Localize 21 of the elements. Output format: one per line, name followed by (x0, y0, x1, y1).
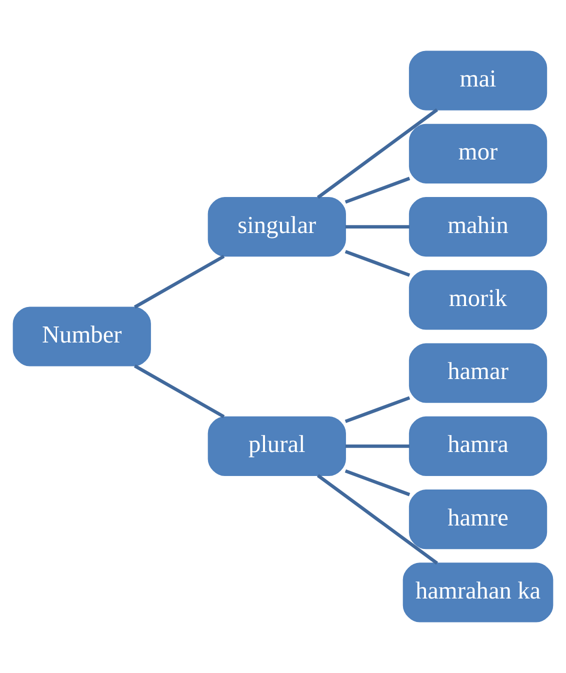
node-box: mahin (408, 197, 548, 257)
connector (344, 396, 410, 424)
node-box: Number (12, 306, 151, 366)
connector (316, 474, 438, 565)
connector (345, 225, 410, 228)
node-box: hamre (408, 490, 548, 550)
node-box: hamar (408, 343, 548, 403)
connector (344, 469, 410, 496)
connector (316, 108, 438, 199)
connector (134, 254, 225, 309)
node-box: mor (408, 124, 548, 184)
node-box: hamra (408, 416, 548, 476)
connector (344, 250, 410, 277)
connector (345, 444, 410, 448)
node-box: hamrahan ka (402, 562, 554, 622)
connector (134, 364, 225, 418)
node-box: morik (408, 270, 548, 330)
node-box: mai (408, 50, 548, 110)
node-box: singular (208, 197, 346, 257)
connector (344, 176, 410, 204)
node-box: plural (208, 416, 346, 476)
